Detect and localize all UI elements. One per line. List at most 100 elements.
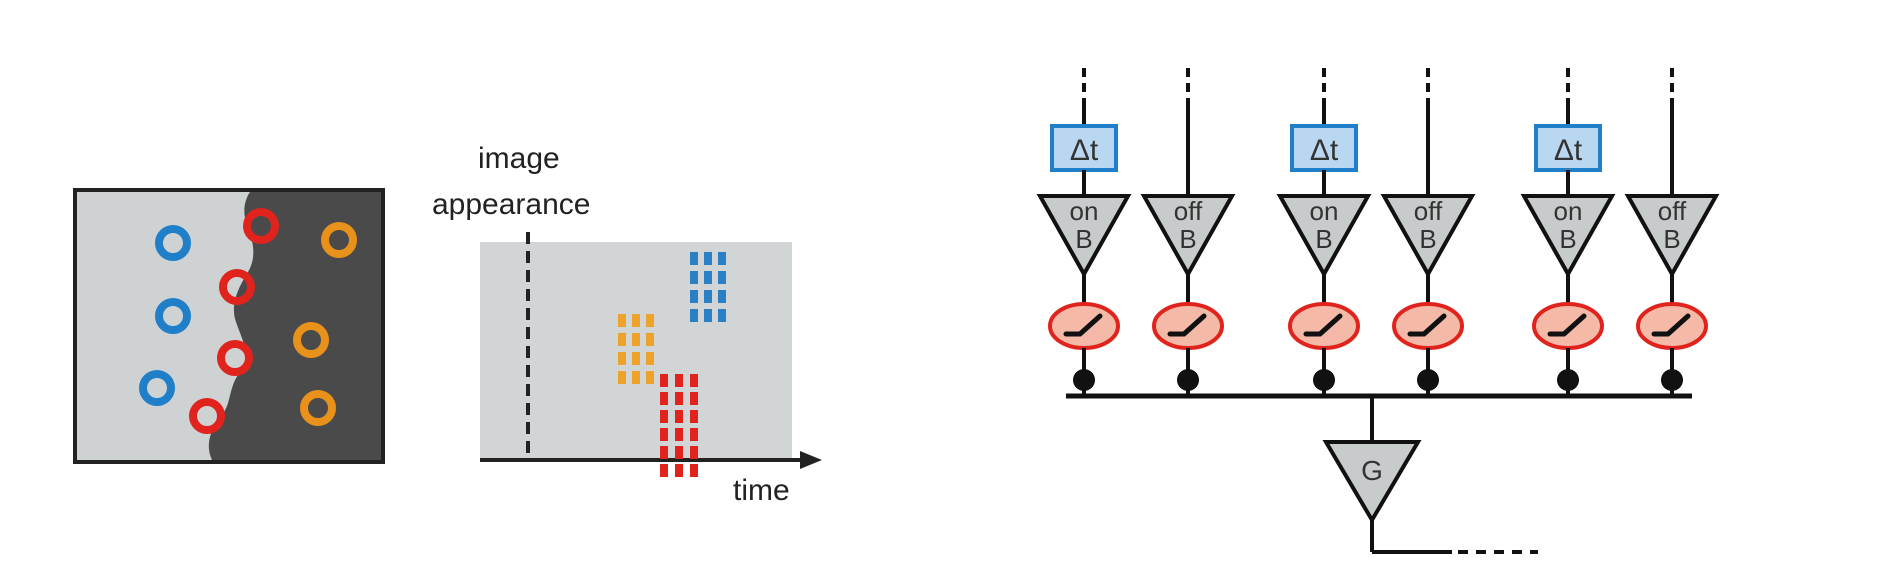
amplifier-label-bottom: B	[1315, 224, 1332, 254]
synapse-dot	[1177, 369, 1199, 391]
blue-spike	[690, 290, 698, 303]
blue-spike	[718, 252, 726, 265]
blue-spike	[704, 252, 712, 265]
amplifier-label-top: off	[1658, 196, 1687, 226]
rectifier-nonlinearity	[1392, 302, 1464, 350]
red-spike	[660, 410, 668, 423]
orange-spike	[632, 333, 640, 346]
blue-spike	[704, 309, 712, 322]
red-cell	[219, 269, 255, 305]
red-spike	[660, 446, 668, 459]
onset-label-line1: image	[478, 142, 560, 175]
synapse-dot	[1417, 369, 1439, 391]
rectifier-nonlinearity	[1636, 302, 1708, 350]
red-spike	[690, 446, 698, 459]
spike-raster	[618, 252, 726, 477]
orange-spike	[618, 371, 626, 384]
red-cell	[243, 208, 279, 244]
amplifier-label-bottom: B	[1419, 224, 1436, 254]
synapse-dot	[1313, 369, 1335, 391]
blue-spike	[690, 252, 698, 265]
rectifier-icon	[1063, 313, 1103, 337]
red-spike	[690, 392, 698, 405]
rectifier-icon	[1651, 313, 1691, 337]
red-spike	[690, 410, 698, 423]
amplifier-label-top: on	[1554, 196, 1583, 226]
red-spike	[690, 374, 698, 387]
on-bipolar-amplifier	[1276, 194, 1372, 279]
on-bipolar-amplifier	[1036, 194, 1132, 279]
rectifier-icon	[1303, 313, 1343, 337]
amplifier-label-bottom: B	[1663, 224, 1680, 254]
amplifier-label-top: off	[1174, 196, 1203, 226]
ganglion-label: G	[1361, 455, 1383, 486]
red-spike	[675, 374, 683, 387]
off-bipolar-amplifier	[1624, 194, 1720, 279]
orange-spike	[646, 314, 654, 327]
rectifier-nonlinearity	[1048, 302, 1120, 350]
delay-label: Δt	[1554, 134, 1583, 167]
blue-spike	[690, 309, 698, 322]
synapse-dot	[1661, 369, 1683, 391]
on-bipolar-amplifier	[1520, 194, 1616, 279]
rectifier-nonlinearity	[1288, 302, 1360, 350]
orange-spike	[646, 352, 654, 365]
red-spike	[660, 464, 668, 477]
raster-background	[480, 242, 792, 460]
delay-label: Δt	[1070, 134, 1099, 167]
orange-cell	[321, 222, 357, 258]
time-axis-arrowhead	[800, 451, 822, 469]
orange-spike	[632, 314, 640, 327]
red-spike	[675, 464, 683, 477]
red-spike	[675, 446, 683, 459]
red-spike	[660, 374, 668, 387]
synapse-dot	[1073, 369, 1095, 391]
red-spike	[690, 464, 698, 477]
blue-cell	[155, 225, 191, 261]
orange-spike	[646, 371, 654, 384]
blue-spike	[718, 309, 726, 322]
cells	[139, 208, 357, 434]
ganglion-amplifier	[1322, 440, 1422, 524]
amplifier-label-top: off	[1414, 196, 1443, 226]
orange-spike	[646, 333, 654, 346]
orange-spike	[618, 314, 626, 327]
blue-spike	[704, 290, 712, 303]
blue-spike	[718, 271, 726, 284]
orange-cell	[300, 390, 336, 426]
amplifier-label-top: on	[1310, 196, 1339, 226]
red-spike	[660, 392, 668, 405]
blue-spike	[690, 271, 698, 284]
red-spike	[690, 428, 698, 441]
synapse-dot	[1557, 369, 1579, 391]
orange-cell	[293, 322, 329, 358]
amplifier-label-bottom: B	[1075, 224, 1092, 254]
raster-panel: image appearance time	[432, 142, 822, 507]
rectifier-nonlinearity	[1532, 302, 1604, 350]
amplifier-label-bottom: B	[1559, 224, 1576, 254]
orange-spike	[618, 352, 626, 365]
dark-region	[208, 192, 381, 460]
rectifier-icon	[1407, 313, 1447, 337]
orange-spike	[632, 352, 640, 365]
red-spike	[660, 428, 668, 441]
rectifier-nonlinearity	[1152, 302, 1224, 350]
rectifier-icon	[1547, 313, 1587, 337]
red-spike	[675, 428, 683, 441]
delay-label: Δt	[1310, 134, 1339, 167]
orange-spike	[632, 371, 640, 384]
off-bipolar-amplifier	[1140, 194, 1236, 279]
amplifier-label-bottom: B	[1179, 224, 1196, 254]
red-spike	[675, 392, 683, 405]
amplifier-label-top: on	[1070, 196, 1099, 226]
off-bipolar-amplifier	[1380, 194, 1476, 279]
blue-cell	[155, 298, 191, 334]
red-cell	[189, 398, 225, 434]
delay-box	[1534, 124, 1602, 172]
red-spike	[675, 410, 683, 423]
onset-label-line2: appearance	[432, 188, 590, 221]
image-panel	[73, 188, 385, 464]
time-label: time	[733, 474, 790, 507]
